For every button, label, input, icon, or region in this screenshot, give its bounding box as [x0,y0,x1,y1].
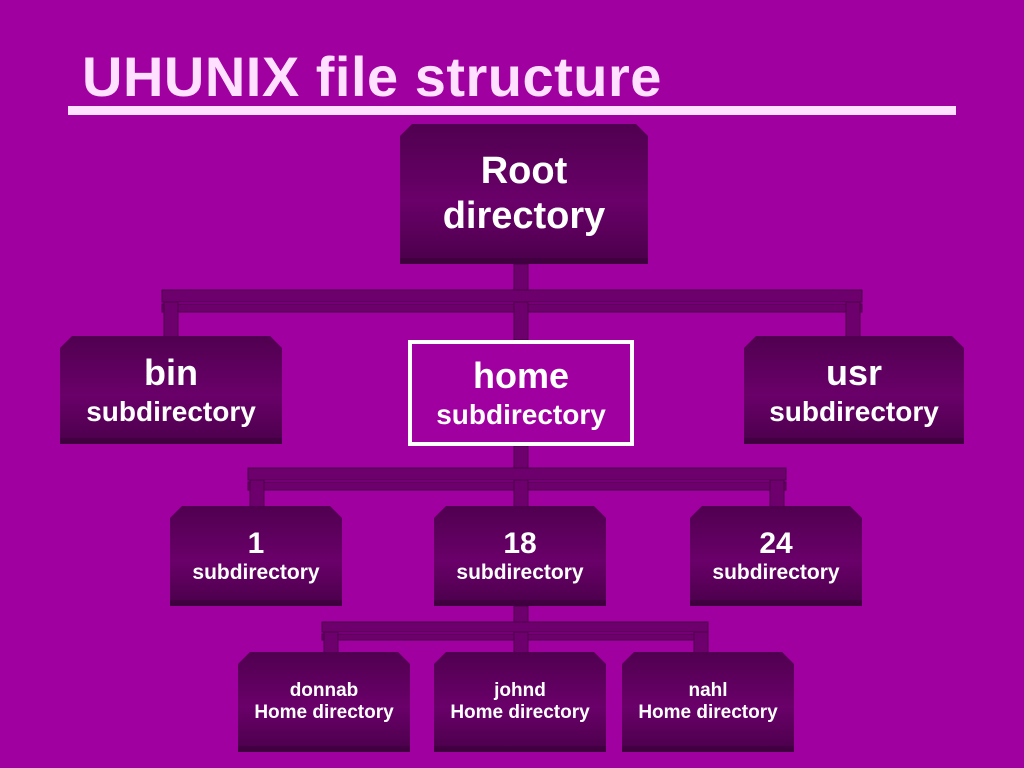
node-name: 24 [759,526,793,560]
node-label: subdirectory [436,398,606,430]
connector-18-trunk [513,605,529,625]
connector-home-drop [513,301,529,341]
johnd-home-directory-node: johnd Home directory [434,652,606,752]
connector-24-drop [769,479,785,511]
node-name: nahl [688,679,728,701]
root-directory-node: Root directory [400,124,648,264]
node-name: 1 [247,526,265,560]
subdirectory-24-node: 24 subdirectory [690,506,862,606]
bin-subdirectory-node: bin subdirectory [60,336,282,444]
node-label: subdirectory [712,561,840,585]
slide-title: UHUNIX file structure [82,45,662,108]
node-label: subdirectory [456,561,584,585]
node-label: directory [442,195,606,237]
node-name: Root [480,150,568,193]
nahl-home-directory-node: nahl Home directory [622,652,794,752]
donnab-home-directory-node: donnab Home directory [238,652,410,752]
node-name: bin [144,352,198,394]
node-label: Home directory [254,702,394,723]
subdirectory-1-node: 1 subdirectory [170,506,342,606]
node-name: donnab [289,679,359,701]
title-underline [68,106,956,115]
usr-subdirectory-node: usr subdirectory [744,336,964,444]
connector-johnd-drop [513,631,529,655]
node-label: subdirectory [769,395,939,427]
node-label: Home directory [450,702,590,723]
node-name: usr [825,352,883,394]
node-name: 18 [503,526,537,560]
connector-1-drop [249,479,265,511]
connector-bin-drop [163,301,179,341]
connector-level1-bar [161,289,863,303]
connector-donnab-drop [323,631,339,655]
node-label: Home directory [638,702,778,723]
connector-home-trunk [513,445,529,471]
home-subdirectory-node: home subdirectory [408,340,634,446]
connector-usr-drop [845,301,861,341]
connector-level1-bar-shadow [161,303,863,313]
connector-nahl-drop [693,631,709,655]
connector-level2-bar [247,467,787,481]
connector-level3-bar [321,621,709,633]
node-label: subdirectory [86,395,256,427]
node-name: home [472,355,569,397]
node-label: subdirectory [192,561,320,585]
node-name: johnd [494,679,546,701]
subdirectory-18-node: 18 subdirectory [434,506,606,606]
connector-18-drop [513,479,529,511]
